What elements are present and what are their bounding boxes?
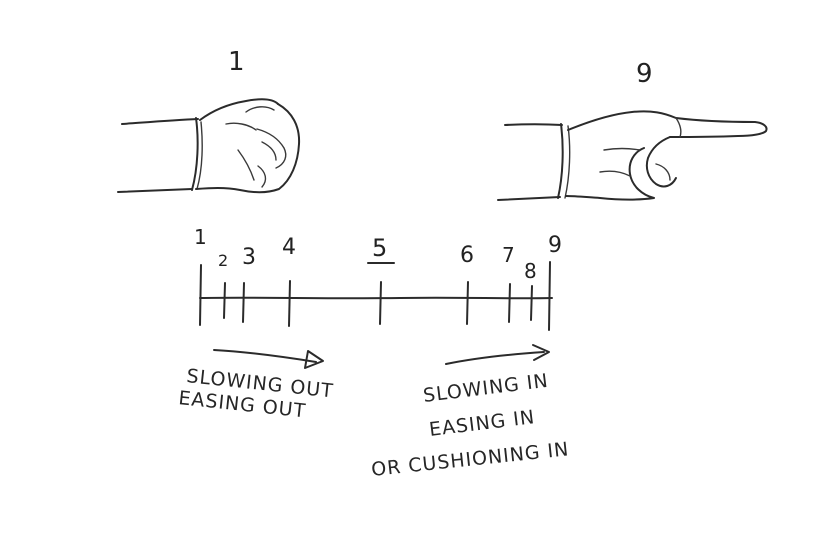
timing-chart-baseline — [199, 296, 553, 300]
right-label-line-1: SLOWING IN — [422, 370, 550, 407]
slowing-in-arrow — [445, 344, 550, 365]
tick-mark-2 — [223, 282, 226, 319]
right-label-line-2: EASING IN — [428, 406, 536, 441]
tick-mark-8 — [530, 285, 533, 321]
tick-mark-9 — [548, 261, 551, 331]
tick-label-9: 9 — [548, 233, 562, 258]
tick-label-6: 6 — [460, 243, 474, 268]
slowing-out-arrow — [213, 349, 324, 369]
tick-mark-4 — [288, 280, 291, 327]
tick-mark-3 — [242, 282, 245, 323]
pointing-hand-drawing — [497, 110, 768, 201]
fist-hand-drawing — [117, 98, 301, 194]
tick-mark-6 — [466, 281, 469, 325]
tick-mark-1 — [199, 264, 202, 326]
tick-mark-5 — [379, 281, 382, 325]
tick-label-7: 7 — [502, 243, 515, 267]
tick-label-3: 3 — [242, 245, 256, 270]
tick-label-5: 5 — [372, 234, 387, 262]
tick-label-8: 8 — [524, 259, 537, 283]
tick-mark-7 — [508, 283, 511, 323]
tick-label-2: 2 — [218, 251, 228, 270]
timing-chart: 1 2 3 4 5 6 7 8 9 — [194, 225, 562, 331]
tick-label-1: 1 — [194, 225, 207, 249]
end-frame-number: 9 — [636, 59, 653, 89]
start-frame-number: 1 — [228, 47, 245, 77]
tick-label-4: 4 — [282, 235, 296, 260]
right-label-line-3: OR CUSHIONING IN — [370, 438, 570, 481]
